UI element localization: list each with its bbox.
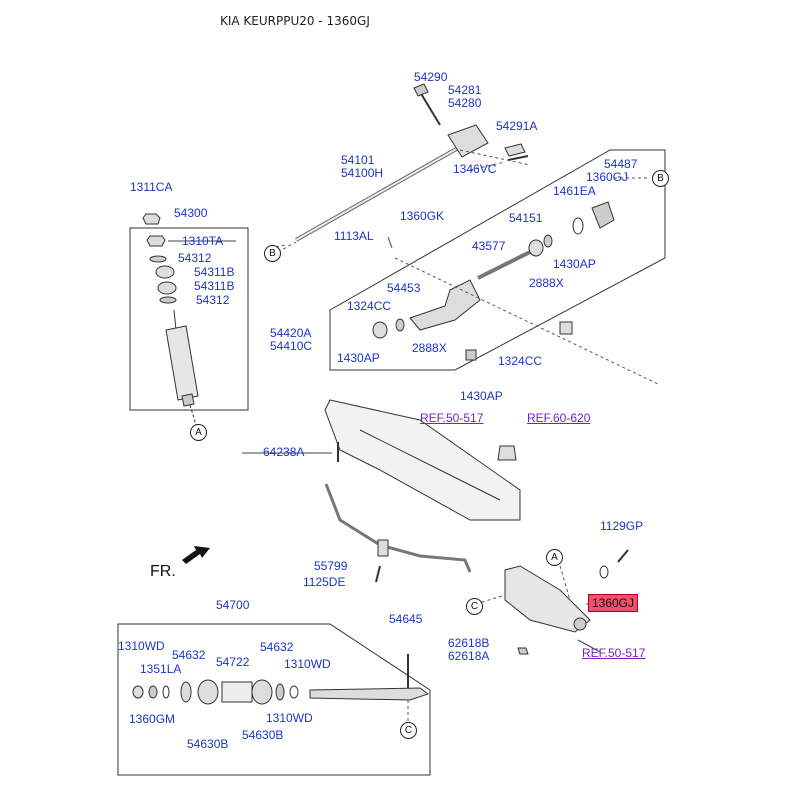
drag-link <box>309 687 430 701</box>
part-label[interactable]: 55799 <box>314 559 348 573</box>
bushing-54311b-b <box>157 281 177 295</box>
shock-absorber-box <box>129 227 249 411</box>
part-label[interactable]: 54281 <box>448 83 482 97</box>
part-label[interactable]: 54700 <box>216 598 250 612</box>
bushing-54630b <box>197 679 219 705</box>
part-label[interactable]: 1324CC <box>498 354 543 368</box>
bushing-54311b-a <box>155 265 175 279</box>
shaft-43577 <box>477 250 531 280</box>
nut-62618a <box>517 647 529 655</box>
part-label[interactable]: 2888X <box>529 276 564 290</box>
nut-1310wd <box>132 685 144 699</box>
bracket-54291a <box>504 143 526 157</box>
upper-control-arm <box>409 279 481 331</box>
crossmember <box>324 399 521 521</box>
ref-link-50-517[interactable]: REF.50-517 <box>420 411 484 425</box>
part-label[interactable]: 54410C <box>270 339 313 353</box>
part-label[interactable]: 1351LA <box>140 662 182 676</box>
part-label[interactable]: 54645 <box>389 612 423 626</box>
part-label[interactable]: 43577 <box>472 239 506 253</box>
part-label[interactable]: 54100H <box>341 166 384 180</box>
part-label[interactable]: 54632 <box>172 648 206 662</box>
bolt-54290 <box>419 91 441 126</box>
part-label[interactable]: 1360GJ <box>586 170 629 184</box>
part-label[interactable]: 1360GK <box>400 209 445 223</box>
part-label[interactable]: 1310WD <box>284 657 331 671</box>
part-label[interactable]: 1430AP <box>460 389 503 403</box>
part-label[interactable]: 1430AP <box>553 257 596 271</box>
mount-ref-60-620 <box>497 445 517 461</box>
part-label[interactable]: 54300 <box>174 206 208 220</box>
part-label[interactable]: 64238A <box>263 445 305 459</box>
part-label[interactable]: 54722 <box>216 655 250 669</box>
part-label[interactable]: 54630B <box>187 737 229 751</box>
part-label[interactable]: 54311B <box>194 265 235 279</box>
bushing-54151 <box>528 239 544 257</box>
part-label[interactable]: 54151 <box>509 211 543 225</box>
part-label[interactable]: 1346VC <box>453 162 497 176</box>
shock-body <box>165 325 199 401</box>
marker-c: C <box>466 598 483 615</box>
shock-eye <box>181 393 195 407</box>
part-label[interactable]: 54630B <box>242 728 284 742</box>
page-title: KIA KEURPPU20 - 1360GJ <box>220 14 370 28</box>
washer-54312-b <box>159 296 177 304</box>
part-label[interactable]: 54101 <box>341 153 375 167</box>
front-arrow-icon <box>182 546 210 564</box>
nut-1324cc <box>465 349 477 361</box>
part-label[interactable]: 54453 <box>387 281 421 295</box>
stabilizer-bar <box>324 483 472 573</box>
anchor-arm <box>447 124 489 158</box>
part-label[interactable]: 1129GP <box>600 519 644 533</box>
ref-link-60-620[interactable]: REF.60-620 <box>527 411 591 425</box>
part-label[interactable]: 54312 <box>196 293 230 307</box>
part-label[interactable]: 54311B <box>194 279 235 293</box>
part-label[interactable]: 62618B <box>448 636 490 650</box>
part-label[interactable]: 1113AL <box>334 229 374 243</box>
tie-rod-panel <box>117 623 431 776</box>
washer-1461ea <box>572 217 584 235</box>
part-label[interactable]: 1360GM <box>129 712 176 726</box>
front-direction-label: FR. <box>150 563 176 580</box>
marker-a: A <box>190 424 207 441</box>
bushing-55799 <box>377 539 389 557</box>
part-label[interactable]: 1310WD <box>118 639 165 653</box>
part-label[interactable]: 62618A <box>448 649 490 663</box>
part-label[interactable]: 1311CA <box>130 180 173 194</box>
marker-b: B <box>264 245 281 262</box>
ball-joint-54487 <box>591 201 615 229</box>
marker-b: B <box>652 170 669 187</box>
shock-rod <box>173 309 177 331</box>
bushing-1310ta <box>146 235 166 247</box>
part-label[interactable]: 54632 <box>260 640 294 654</box>
part-label[interactable]: 1310TA <box>182 234 224 248</box>
part-label[interactable]: 54290 <box>414 70 448 84</box>
part-label[interactable]: 54280 <box>448 96 482 110</box>
part-label[interactable]: 1324CC <box>347 299 392 313</box>
bolt-1129gp <box>617 549 629 563</box>
ref-link-50-517[interactable]: REF.50-517 <box>582 646 646 660</box>
washer-2888x <box>395 318 405 332</box>
part-label[interactable]: 54312 <box>178 251 212 265</box>
bushing-54453 <box>372 321 388 339</box>
part-label[interactable]: 54291A <box>496 119 538 133</box>
part-label[interactable]: 54420A <box>270 326 312 340</box>
marker-a: A <box>546 549 563 566</box>
part-label[interactable]: 1310WD <box>266 711 313 725</box>
part-label[interactable]: 2888X <box>412 341 447 355</box>
part-label[interactable]: 1430AP <box>337 351 380 365</box>
sleeve-54722 <box>221 681 253 703</box>
marker-c: C <box>400 722 417 739</box>
bushing-1311ca <box>142 213 161 225</box>
highlighted-part-1360gj[interactable]: 1360GJ <box>588 594 638 612</box>
part-label[interactable]: 54487 <box>604 157 638 171</box>
upper-arm-panel <box>329 149 666 371</box>
bushing-54630b-r <box>251 679 273 705</box>
ball-joint-lower <box>573 617 587 631</box>
washer-54312 <box>149 255 167 263</box>
part-label[interactable]: 1125DE <box>303 575 346 589</box>
part-label[interactable]: 1461EA <box>553 184 596 198</box>
